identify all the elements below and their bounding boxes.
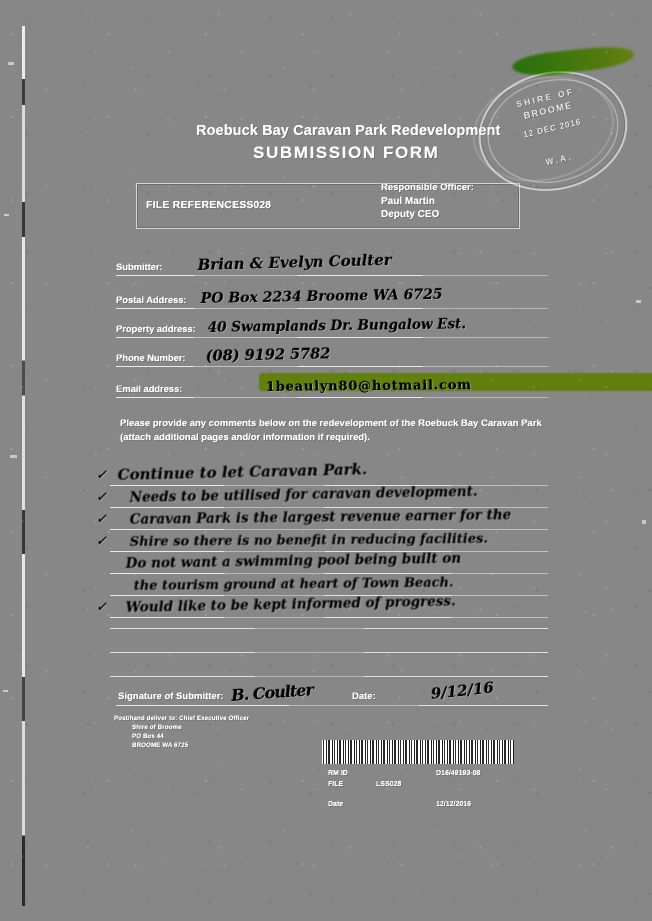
scan-fleck <box>642 520 646 524</box>
responsible-officer-name: Paul Martin <box>381 196 435 207</box>
comment-rule <box>110 572 548 574</box>
comment-bullet: ✓ <box>96 534 107 549</box>
records-stamp-key: Date <box>328 801 344 808</box>
scan-fleck <box>4 214 9 216</box>
signature-rule <box>116 705 548 707</box>
date-label: Date: <box>352 691 376 702</box>
comment-row: ✓ Continue to let Caravan Park. <box>96 458 548 486</box>
received-stamp: SHIRE OF BROOME 12 DEC 2016 W.A. <box>462 56 640 206</box>
scan-edge-artifact <box>22 26 25 906</box>
comment-row: ✓ Caravan Park is the largest revenue ea… <box>96 502 548 530</box>
blank-comment-rule <box>110 652 548 654</box>
field-row-phone-number: Phone Number: (08) 9192 5782 <box>116 341 548 367</box>
field-value-property-address: 40 Swamplands Dr. Bungalow Est. <box>207 316 467 336</box>
comment-bullet: ✓ <box>96 490 107 505</box>
signature-value: B. Coulter <box>230 680 314 705</box>
field-value-phone-number: (08) 9192 5782 <box>205 345 331 365</box>
field-value-postal-address: PO Box 2234 Broome WA 6725 <box>200 286 443 307</box>
field-label-phone-number: Phone Number: <box>116 353 186 364</box>
field-label-submitter: Submitter: <box>116 262 163 273</box>
records-stamp-key: FILE <box>328 781 344 788</box>
comment-row: the tourism ground at heart of Town Beac… <box>96 568 548 596</box>
blank-comment-rule <box>110 628 548 630</box>
field-rule <box>116 365 548 367</box>
responsible-officer-title: Deputy CEO <box>381 209 440 220</box>
file-reference-label: FILE REFERENCE: <box>146 199 243 211</box>
comment-row: ✓ Shire so there is no benefit in reduci… <box>96 524 548 552</box>
comment-bullet: ✓ <box>96 512 107 527</box>
records-stamp-value: D16/49193-08 <box>436 770 481 777</box>
comment-text: Would like to be kept informed of progre… <box>125 593 456 616</box>
blank-comment-rule <box>110 676 548 678</box>
field-label-property-address: Property address: <box>116 324 196 335</box>
footer-address-line1: Post/hand deliver to: Chief Executive Of… <box>114 715 250 722</box>
footer-address-line3: PO Box 44 <box>132 733 164 740</box>
comment-rule <box>110 506 548 508</box>
field-rule <box>116 274 548 276</box>
records-stamp-key: RM ID <box>328 770 348 777</box>
scan-fleck <box>10 455 17 458</box>
comment-bullet: ✓ <box>96 600 107 615</box>
comment-rule <box>110 484 548 486</box>
file-reference-box <box>136 183 520 229</box>
scan-fleck <box>636 300 641 303</box>
field-rule <box>116 336 548 338</box>
comment-row: ✓ Needs to be utilised for caravan devel… <box>96 480 548 508</box>
field-row-email-address: Email address: 1beaulyn80@hotmail.com <box>116 372 652 398</box>
instructions-text: Please provide any comments below on the… <box>120 418 542 443</box>
field-value-submitter: Brian & Evelyn Coulter <box>197 250 392 274</box>
highlighter-email <box>259 373 652 391</box>
field-row-property-address: Property address: 40 Swamplands Dr. Bung… <box>116 312 548 338</box>
responsible-officer-label: Responsible Officer: <box>381 182 474 193</box>
comment-rule <box>110 616 548 618</box>
comment-row: ✓ Would like to be kept informed of prog… <box>96 590 548 618</box>
document-title-line1: Roebuck Bay Caravan Park Redevelopment <box>196 123 501 139</box>
field-rule <box>116 307 548 309</box>
field-row-postal-address: Postal Address: PO Box 2234 Broome WA 67… <box>116 283 548 309</box>
comment-rule <box>110 594 548 596</box>
date-value: 9/12/16 <box>430 678 495 703</box>
field-rule <box>116 396 548 398</box>
field-value-email-address: 1beaulyn80@hotmail.com <box>265 378 472 395</box>
comment-bullet: ✓ <box>96 468 107 483</box>
footer-address-line4: BROOME WA 6725 <box>132 742 189 749</box>
scan-fleck <box>3 690 8 692</box>
comment-row: Do not want a swimming pool being built … <box>96 546 548 574</box>
records-stamp-mid: LSS028 <box>376 781 402 788</box>
document-title-line2: SUBMISSION FORM <box>253 143 440 162</box>
field-label-postal-address: Postal Address: <box>116 295 187 306</box>
comment-rule <box>110 528 548 530</box>
comment-rule <box>110 550 548 552</box>
barcode <box>322 740 514 764</box>
field-row-submitter: Submitter: Brian & Evelyn Coulter <box>116 250 548 276</box>
file-reference-value: LSS028 <box>233 199 271 211</box>
footer-address-line2: Shire of Broome <box>132 724 182 731</box>
field-label-email-address: Email address: <box>116 384 183 395</box>
records-stamp-value: 12/12/2016 <box>436 801 472 808</box>
scan-fleck <box>8 62 14 65</box>
footer-address-block: Post/hand deliver to: Chief Executive Of… <box>114 714 249 750</box>
signature-label: Signature of Submitter: <box>118 691 224 702</box>
